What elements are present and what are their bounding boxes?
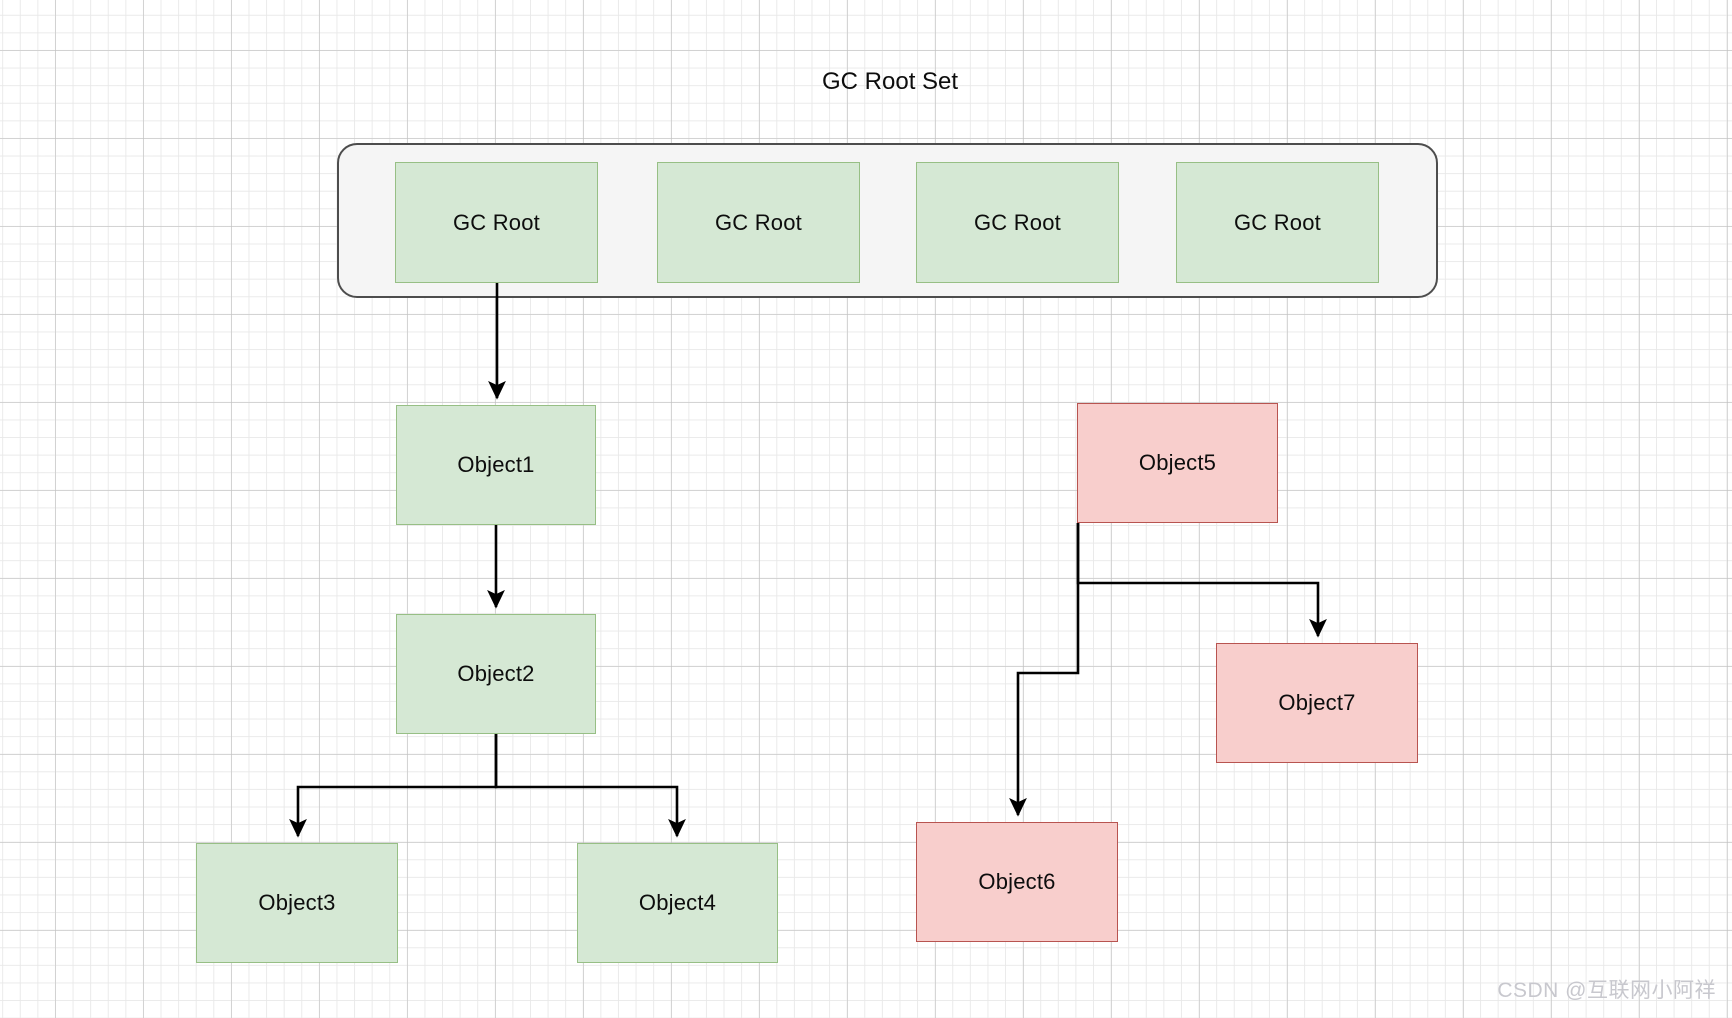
node-label-object4: Object4 (638, 890, 717, 915)
node-object3[interactable]: Object3 (196, 843, 398, 963)
gc-root-box-3[interactable]: GC Root (916, 162, 1119, 283)
gc-root-label-2: GC Root (715, 209, 802, 235)
gc-root-label-3: GC Root (974, 209, 1061, 235)
page-title: GC Root Set (822, 68, 959, 95)
node-object6[interactable]: Object6 (916, 822, 1118, 942)
node-label-object5: Object5 (1138, 450, 1217, 475)
node-label-object2: Object2 (457, 661, 535, 686)
gc-root-label-4: GC Root (1234, 209, 1321, 235)
edge-object2-to-object4 (494, 734, 686, 838)
edge-object5-to-object6 (1009, 523, 1080, 817)
node-label-object1: Object1 (457, 452, 535, 477)
node-object1[interactable]: Object1 (396, 405, 596, 525)
gc-root-box-4[interactable]: GC Root (1176, 162, 1379, 283)
edge-object5-to-object7 (1076, 523, 1327, 638)
gc-root-box-2[interactable]: GC Root (657, 162, 860, 283)
node-label-object6: Object6 (978, 869, 1056, 894)
node-object7[interactable]: Object7 (1216, 643, 1418, 763)
csdn-watermark: CSDN @互联网小阿祥 (1497, 979, 1716, 1002)
gc-root-box-1[interactable]: GC Root (395, 162, 598, 283)
node-object4[interactable]: Object4 (577, 843, 778, 963)
gc-root-label-1: GC Root (453, 209, 540, 235)
edge-object2-to-object3 (289, 734, 498, 838)
node-object2[interactable]: Object2 (396, 614, 596, 734)
node-label-object3: Object3 (258, 890, 336, 915)
node-label-object7: Object7 (1278, 690, 1356, 715)
node-object5[interactable]: Object5 (1077, 403, 1278, 523)
